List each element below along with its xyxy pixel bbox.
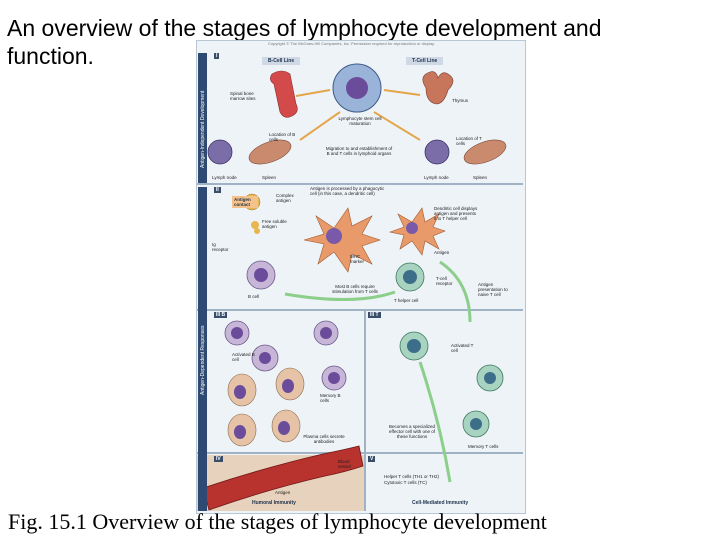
dendritic-nucleus (406, 222, 418, 234)
b-cell-nucleus (254, 268, 268, 282)
plasma-nucleus (278, 421, 290, 435)
copyright-notice: Copyright © The McGraw-Hill Companies, I… (268, 41, 435, 46)
label-plasma-cells: Plasma cells secrete antibodies (303, 434, 345, 444)
arrow (284, 290, 396, 302)
label-activated-b-cell: Activated B cell (232, 352, 255, 362)
label-memory-b-cells: Memory B cells (320, 393, 341, 403)
label-helper-t-cells: Helper T cells (TH1 or TH2) (384, 474, 440, 479)
b-cell-line-header: B-Cell Line (262, 57, 301, 65)
label-activated-t-cell: Activated T cell (451, 343, 474, 353)
footer-cell-mediated-immunity: Cell-Mediated Immunity (412, 500, 469, 506)
arrow (299, 111, 341, 141)
label-free-antigen: Free soluble antigen (262, 219, 287, 229)
label-tcell-receptor: T-cell receptor (436, 276, 453, 286)
t-cell-line-header: T-Cell Line (406, 57, 444, 65)
panel-divider (364, 309, 366, 511)
lymph-node-right (424, 139, 450, 165)
label-location-t: Location of T cells (456, 136, 482, 146)
plasma-nucleus (234, 425, 246, 439)
label-migration: Migration to and establishment of B and … (325, 146, 393, 156)
figure-caption: Fig. 15.1 Overview of the stages of lymp… (8, 509, 547, 534)
label-location-b: Location of B cells (269, 132, 296, 142)
panel-label-i: I (214, 53, 220, 59)
lymph-node-left (207, 139, 233, 165)
side-bar-top (198, 53, 207, 183)
panel-label-iii-t: III T (368, 312, 381, 318)
label-cytotoxic-t-cells: Cytotoxic T cells (TC) (384, 480, 427, 485)
b-cell-nucleus (231, 327, 243, 339)
side-label-top: Antigen-Independent Development (200, 90, 206, 168)
label-antigen: Antigen (434, 250, 450, 255)
label-lymph-node-right: Lymph node (424, 175, 449, 180)
spleen-left (248, 139, 292, 165)
arrow (383, 89, 421, 96)
label-memory-t-cells: Memory T cells (468, 444, 499, 449)
label-lymph-node-left: Lymph node (212, 175, 237, 180)
label-antigen-presentation: Antigen presentation to naive T cell (478, 282, 508, 297)
label-stem-cell: Lymphocyte stem cell maturation (338, 116, 382, 126)
t-cell-nucleus (484, 372, 496, 384)
spleen-right (463, 139, 507, 165)
label-spleen-left: Spleen (262, 175, 277, 180)
activated-t-nucleus (407, 339, 421, 353)
panel-divider (197, 183, 523, 185)
arrow (373, 111, 421, 141)
label-becomes-effector: Becomes a specialized effector cell with… (388, 424, 436, 439)
activated-b-nucleus (259, 352, 271, 364)
arrow (295, 89, 331, 97)
panel-label-iv: IV (214, 456, 223, 462)
memory-t-nucleus (470, 418, 482, 430)
stem-cell-nucleus (346, 77, 368, 99)
label-spinal-marrow: Spinal bone marrow sites (230, 91, 256, 101)
dendritic-cell-left (303, 207, 381, 273)
bone-marrow (270, 70, 298, 118)
b-cell-nucleus (320, 327, 332, 339)
panel-label-iii-b: III B (214, 312, 228, 318)
arrow (439, 260, 472, 323)
thymus-organ (422, 71, 454, 105)
dendritic-cell-right (388, 207, 446, 256)
label-dendritic-cell: Dendritic cell displays antigen and pres… (434, 206, 478, 221)
panel-label-v: V (368, 456, 376, 462)
label-b-cell: B cell (248, 294, 260, 299)
label-spleen-right: Spleen (473, 175, 488, 180)
footer-humoral-immunity: Humoral Immunity (252, 500, 296, 506)
label-t-helper-cell: T helper cell (394, 298, 419, 303)
label-ig-receptor: Ig receptor (212, 242, 229, 252)
t-helper-nucleus (403, 270, 417, 284)
antigen-contact-box: Antigen contact (232, 196, 258, 208)
free-antigen (254, 228, 260, 234)
panel-label-ii: II (214, 187, 221, 193)
label-mhc-marker: MHC marker (350, 254, 365, 264)
arrow (418, 361, 452, 483)
plasma-nucleus (234, 385, 246, 399)
label-thymus: Thymus (452, 98, 469, 103)
slide-title: An overview of the stages of lymphocyte … (7, 15, 602, 69)
memory-b-nucleus (328, 372, 340, 384)
label-antigen-bottom: Antigen (275, 490, 291, 495)
side-label-bottom: Antigen-Dependent Responses (200, 325, 206, 396)
label-antigen-processed: Antigen is processed by a phagocytic cel… (310, 186, 385, 196)
free-antigen (251, 221, 259, 229)
blood-vessel (202, 445, 364, 511)
panel-divider (197, 309, 523, 311)
dendritic-nucleus (326, 228, 342, 244)
side-bar-bottom (198, 187, 207, 511)
label-complex-antigen: Complex antigen (276, 193, 294, 203)
plasma-nucleus (282, 379, 294, 393)
label-blood-vessel: Blood vessel (338, 459, 351, 469)
label-most-b-cells: Most B cells require stimulation from T … (332, 284, 378, 294)
